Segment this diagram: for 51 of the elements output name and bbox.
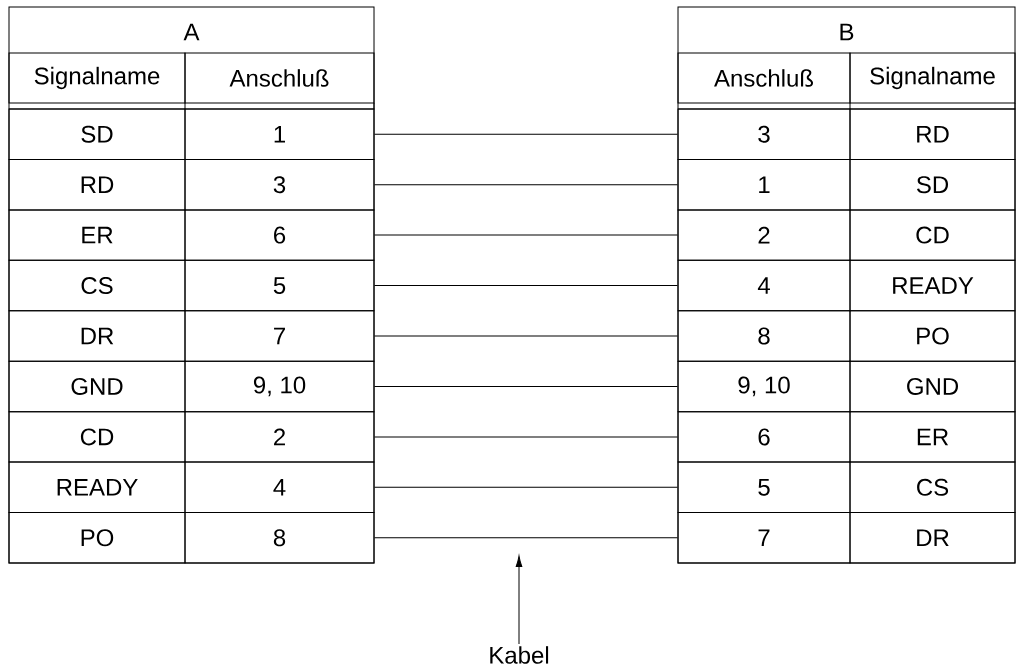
table-cell: 9, 10 [184,360,375,413]
table-cell: 3 [184,158,375,211]
table-cell: PO [849,310,1016,362]
table-cell: 1 [677,158,851,211]
table-cell: Signalname [8,52,186,104]
table-cell: CD [8,411,186,463]
table-cell: 7 [184,310,375,362]
table-cell: Anschluß [184,52,375,104]
table-cell: 9, 10 [677,360,851,413]
cable-line [374,385,678,387]
cable-line [374,285,678,287]
table-cell: 3 [677,108,851,160]
cable-line [374,184,678,186]
table-cell: 2 [184,411,375,463]
table-cell: SD [8,108,186,160]
table-cell: Anschluß [677,52,851,104]
table-cell: 7 [677,512,851,564]
table-cell: CS [8,259,186,312]
table-cell: ER [8,209,186,261]
table-cell: 8 [184,512,375,564]
table-cell: CD [849,209,1016,261]
cable-line [374,234,678,236]
leader-arrow [515,555,523,645]
cable-line [374,436,678,438]
table-cell: 6 [677,411,851,463]
table-cell: GND [849,360,1016,413]
table-cell: GND [8,360,186,413]
cable-line [374,335,678,337]
table-cell: 4 [677,259,851,312]
table-cell: DR [8,310,186,362]
table-cell: Signalname [849,52,1016,104]
table-cell: RD [849,108,1016,160]
cable-line [374,537,678,539]
callout-label: Kabel [490,646,549,664]
table-cell: 5 [184,259,375,312]
table-cell: 1 [184,108,375,160]
table-cell: READY [8,461,186,514]
table-cell: 2 [677,209,851,261]
table-cell: 4 [184,461,375,514]
table-cell: SD [849,158,1016,211]
table-cell: PO [8,512,186,564]
cable-line [374,486,678,488]
cable-line [374,133,678,135]
table-cell: 6 [184,209,375,261]
table-cell: ER [849,411,1016,463]
table-cell: DR [849,512,1016,564]
table-cell: CS [849,461,1016,514]
table-cell: RD [8,158,186,211]
table-cell: READY [849,259,1016,312]
table-cell: 8 [677,310,851,362]
table-cell: 5 [677,461,851,514]
